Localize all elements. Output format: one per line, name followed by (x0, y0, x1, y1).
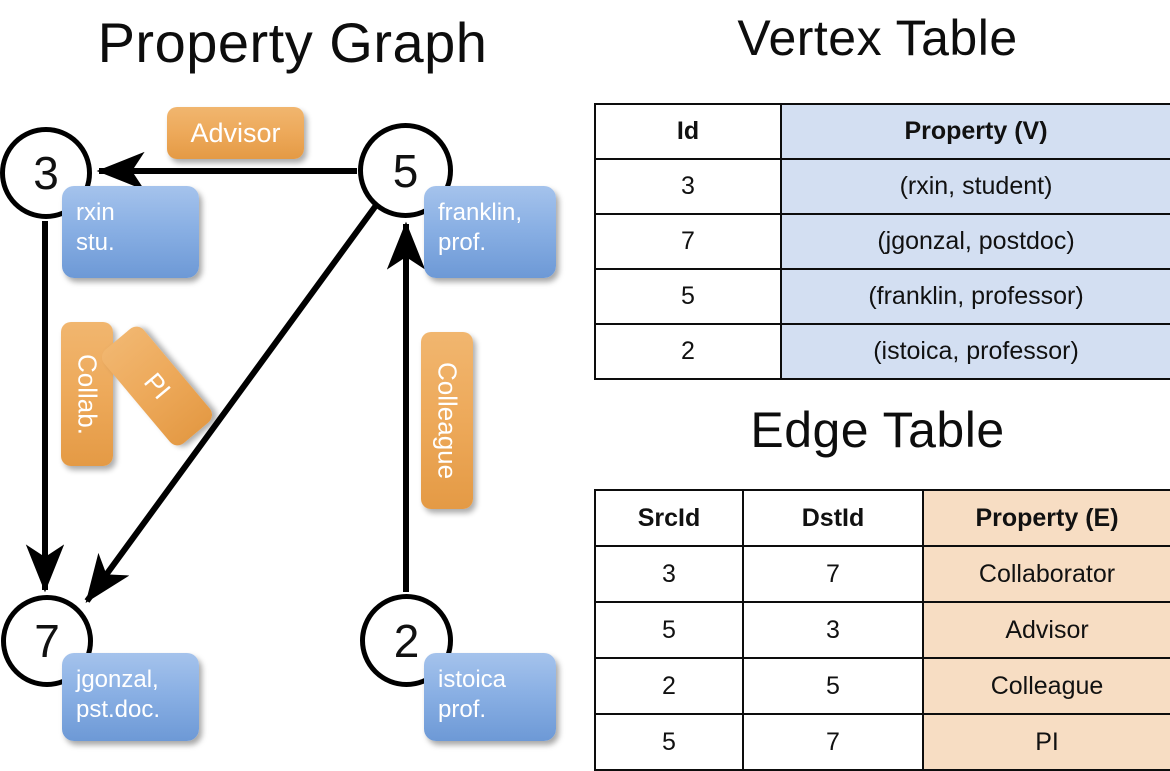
table-row[interactable]: 7 (jgonzal, postdoc) (594, 213, 1170, 270)
vertex-property-box-7: jgonzal, pst.doc. (62, 653, 199, 741)
property-graph-diagram: 3 5 7 2 rxin stu. franklin, prof. jgonza… (0, 0, 585, 760)
vertex-cell-property: (rxin, student) (780, 158, 1170, 215)
edge-5-to-7-pi (84, 202, 380, 603)
edge-table-header-property: Property (E) (922, 489, 1170, 547)
vertex-cell-property: (franklin, professor) (780, 268, 1170, 325)
edge-label-pi-text: PI (137, 366, 177, 405)
edge-table-header-dstid: DstId (742, 489, 924, 547)
edge-label-colleague: Colleague (421, 332, 473, 509)
vertex-cell-id: 7 (594, 213, 782, 270)
vertex-table-header-id: Id (594, 103, 782, 160)
edge-cell-srcid: 5 (594, 713, 744, 771)
vertex-cell-property: (istoica, professor) (780, 323, 1170, 380)
vertex-cell-property: (jgonzal, postdoc) (780, 213, 1170, 270)
vertex-property-box-5: franklin, prof. (424, 186, 556, 278)
vertex-table-header-row: Id Property (V) (594, 103, 1170, 160)
vertex-table-header-property: Property (V) (780, 103, 1170, 160)
vertex-cell-id: 5 (594, 268, 782, 325)
edge-label-collaborator: Collab. (61, 322, 113, 466)
edge-cell-srcid: 2 (594, 657, 744, 715)
table-row[interactable]: 2 (istoica, professor) (594, 323, 1170, 380)
page-title-property-graph: Property Graph (97, 11, 488, 74)
vertex-property-box-3: rxin stu. (62, 186, 199, 278)
edge-cell-property: PI (922, 713, 1170, 771)
edge-cell-dstid: 7 (742, 545, 924, 603)
graph-vertex-5[interactable]: 5 (358, 123, 453, 218)
page-title-vertex-table: Vertex Table (737, 10, 1018, 66)
edge-label-colleague-text: Colleague (432, 361, 463, 480)
edge-table-header-row: SrcId DstId Property (E) (594, 489, 1170, 547)
graph-edges-layer (25, 151, 426, 603)
vertex-property-box-2: istoica prof. (424, 653, 556, 741)
edge-cell-dstid: 3 (742, 601, 924, 659)
edge-cell-dstid: 5 (742, 657, 924, 715)
edge-label-advisor-text: Advisor (190, 117, 281, 148)
table-row[interactable]: 3 7 Collaborator (594, 545, 1170, 603)
table-row[interactable]: 5 3 Advisor (594, 601, 1170, 659)
edge-cell-property: Colleague (922, 657, 1170, 715)
vertex-table: Id Property (V) 3 (rxin, student) 7 (jgo… (594, 103, 1170, 380)
table-row[interactable]: 5 (franklin, professor) (594, 268, 1170, 325)
edge-label-advisor: Advisor (167, 107, 304, 159)
edge-cell-property: Collaborator (922, 545, 1170, 603)
edge-label-collaborator-text: Collab. (72, 353, 103, 435)
edge-cell-srcid: 3 (594, 545, 744, 603)
table-row[interactable]: 3 (rxin, student) (594, 158, 1170, 215)
edge-cell-dstid: 7 (742, 713, 924, 771)
table-row[interactable]: 2 5 Colleague (594, 657, 1170, 715)
vertex-cell-id: 2 (594, 323, 782, 380)
vertex-cell-id: 3 (594, 158, 782, 215)
edge-table-header-srcid: SrcId (594, 489, 744, 547)
page-title-edge-table: Edge Table (750, 402, 1005, 458)
table-row[interactable]: 5 7 PI (594, 713, 1170, 771)
graph-vertex-2[interactable]: 2 (360, 594, 453, 687)
edge-table: SrcId DstId Property (E) 3 7 Collaborato… (594, 489, 1170, 771)
edge-cell-property: Advisor (922, 601, 1170, 659)
edge-cell-srcid: 5 (594, 601, 744, 659)
